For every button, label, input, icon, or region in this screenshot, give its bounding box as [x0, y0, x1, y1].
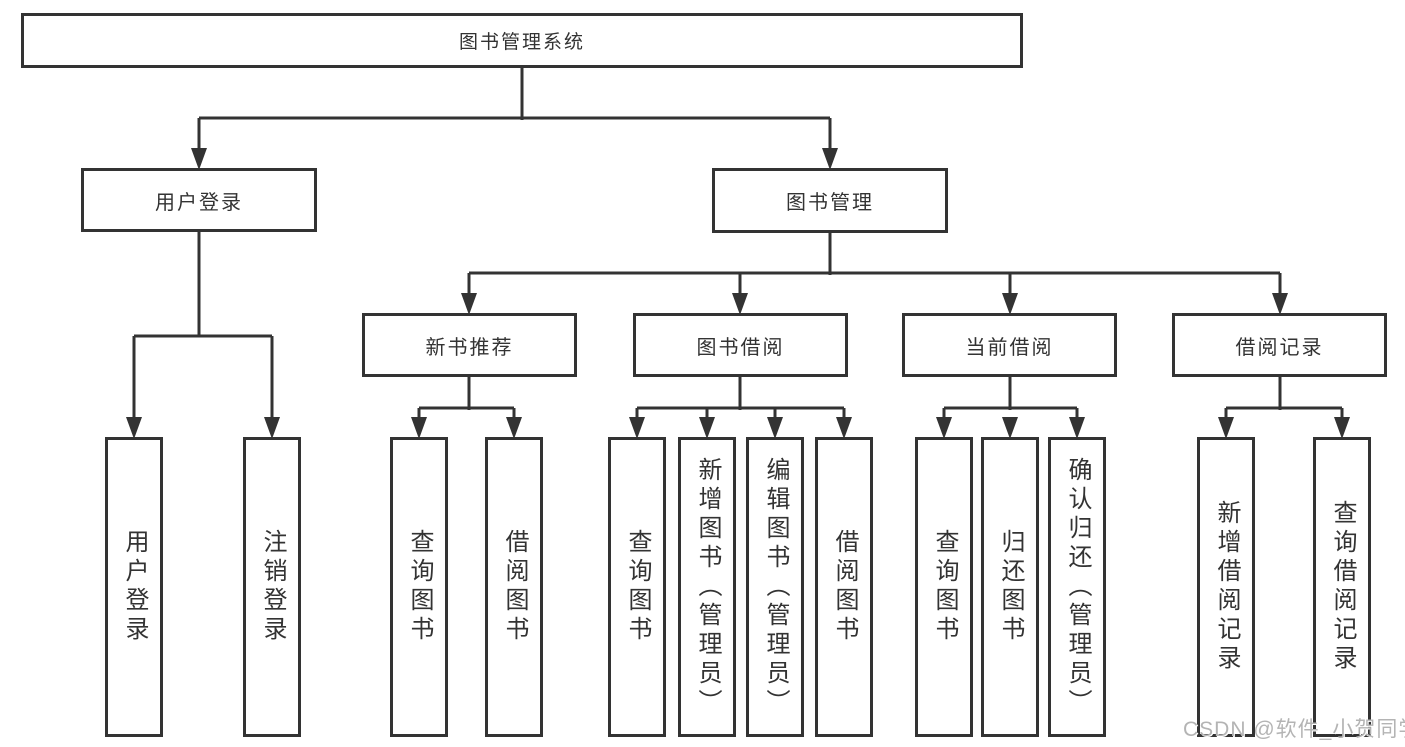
node-cb-return-book: 归还图书 [981, 437, 1039, 737]
node-cb-confirm-return-admin: 确认归还（管理员） [1048, 437, 1106, 737]
node-label: 用户登录 [121, 529, 148, 645]
node-br-add-record: 新增借阅记录 [1197, 437, 1255, 737]
node-label: 新增图书（管理员） [694, 456, 721, 718]
node-library-system: 图书管理系统 [21, 13, 1023, 68]
node-book-borrowing: 图书借阅 [633, 313, 848, 377]
node-label: 查询借阅记录 [1329, 500, 1356, 674]
node-nb-borrow-book: 借阅图书 [485, 437, 543, 737]
node-book-management: 图书管理 [712, 168, 948, 233]
node-label: 新增借阅记录 [1213, 500, 1240, 674]
node-label: 查询图书 [931, 529, 958, 645]
node-bb-borrow-book: 借阅图书 [815, 437, 873, 737]
node-new-book-recommend: 新书推荐 [362, 313, 577, 377]
node-bb-add-book-admin: 新增图书（管理员） [678, 437, 736, 737]
node-user-login: 用户登录 [81, 168, 317, 232]
node-borrowing-records: 借阅记录 [1172, 313, 1387, 377]
node-br-query-record: 查询借阅记录 [1313, 437, 1371, 737]
node-label: 借阅图书 [831, 529, 858, 645]
node-label: 查询图书 [406, 529, 433, 645]
node-cb-query-book: 查询图书 [915, 437, 973, 737]
node-current-borrowing: 当前借阅 [902, 313, 1117, 377]
node-logout: 注销登录 [243, 437, 301, 737]
node-label: 借阅图书 [501, 529, 528, 645]
node-bb-edit-book-admin: 编辑图书（管理员） [746, 437, 804, 737]
node-label: 注销登录 [259, 529, 286, 645]
node-nb-query-book: 查询图书 [390, 437, 448, 737]
node-label: 查询图书 [624, 529, 651, 645]
node-user-login-leaf: 用户登录 [105, 437, 163, 737]
csdn-watermark: CSDN @软件_小贺同学 [1183, 718, 1405, 741]
node-bb-query-book: 查询图书 [608, 437, 666, 737]
node-label: 确认归还（管理员） [1064, 456, 1091, 718]
arrowhead-icons [126, 148, 1350, 439]
connector-path [132, 68, 1344, 420]
node-label: 归还图书 [997, 529, 1024, 645]
node-label: 编辑图书（管理员） [762, 456, 789, 718]
